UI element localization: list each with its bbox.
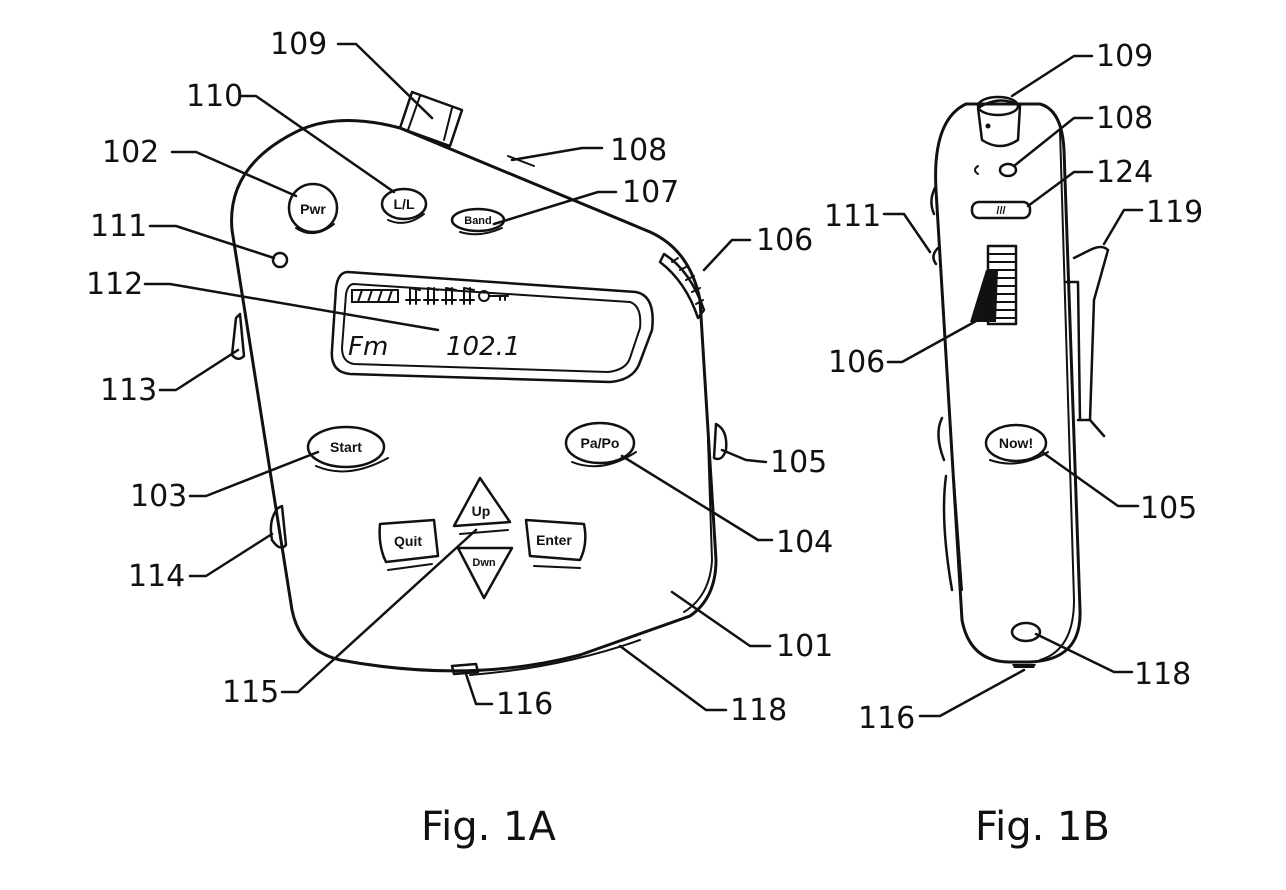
led-indicator (271, 251, 289, 269)
ref-116: 116 (496, 687, 553, 722)
quit-button[interactable]: Quit (378, 518, 440, 571)
pause-play-button[interactable]: Pa/Po (564, 421, 637, 468)
side-antenna-knob[interactable] (976, 95, 1022, 148)
ref-109-side: 109 (1096, 39, 1153, 74)
ref-101: 101 (776, 629, 833, 664)
ref-118: 118 (730, 693, 787, 728)
reference-numerals-1b: 109 108 124 111 119 106 105 118 116 (824, 39, 1203, 736)
lock-button[interactable]: L/L (380, 187, 428, 224)
svg-text:Quit: Quit (394, 533, 422, 549)
ref-113: 113 (100, 373, 157, 408)
hold-switch[interactable]: /// (970, 200, 1032, 220)
ref-111: 111 (90, 209, 147, 244)
now-button[interactable]: Now! (984, 423, 1049, 465)
bottom-port (1010, 621, 1042, 643)
side-button-113[interactable] (230, 312, 246, 360)
bottom-connector-116 (450, 662, 480, 676)
ref-118-side: 118 (1134, 657, 1191, 692)
figure-caption-1b: Fig. 1B (975, 804, 1110, 850)
enter-button[interactable]: Enter (524, 518, 587, 569)
ref-105: 105 (770, 445, 827, 480)
lcd-display: Fm 102.1 (330, 270, 654, 384)
svg-text:L/L: L/L (394, 196, 415, 212)
battery-icon (351, 289, 399, 303)
device-body (230, 118, 718, 673)
power-button[interactable]: Pwr (287, 182, 339, 235)
ref-107: 107 (622, 175, 679, 210)
ref-124-side: 124 (1096, 155, 1153, 190)
device-side: /// Now! (930, 95, 1110, 668)
ref-111-side: 111 (824, 199, 881, 234)
headphone-jack (998, 162, 1018, 178)
side-button-105[interactable] (712, 422, 728, 461)
up-button[interactable]: Up (452, 476, 512, 535)
music-notes-icon (405, 287, 475, 305)
display-band: Fm (348, 332, 388, 362)
leader-lines-1b (882, 54, 1144, 718)
side-led (932, 246, 940, 266)
ref-102: 102 (102, 135, 159, 170)
svg-text:///: /// (996, 205, 1005, 217)
device-front: Fm 102.1 Pwr L/L Band Start (230, 90, 728, 676)
display-frequency: 102.1 (446, 332, 520, 362)
ref-106: 106 (756, 223, 813, 258)
side-button-114[interactable] (269, 504, 288, 549)
svg-text:Enter: Enter (536, 532, 572, 548)
ref-112: 112 (86, 267, 143, 302)
ref-109: 109 (270, 27, 327, 62)
svg-text:Start: Start (330, 439, 362, 455)
reference-numerals-1a: 109 110 102 111 112 108 107 106 113 103 … (86, 27, 833, 728)
ref-108-side: 108 (1096, 101, 1153, 136)
ref-114: 114 (128, 559, 185, 594)
volume-wheel[interactable] (658, 252, 706, 320)
ref-103: 103 (130, 479, 187, 514)
svg-text:Dwn: Dwn (472, 557, 496, 569)
down-button[interactable]: Dwn (456, 546, 514, 600)
start-button[interactable]: Start (306, 425, 389, 473)
ref-115: 115 (222, 675, 279, 710)
side-body (934, 102, 1082, 664)
ref-119-side: 119 (1146, 195, 1203, 230)
key-lock-icon (478, 290, 509, 302)
svg-text:Up: Up (472, 503, 491, 519)
ref-106-side: 106 (828, 345, 885, 380)
leader-lines-1a (143, 42, 774, 712)
figure-caption-1a: Fig. 1A (421, 804, 556, 850)
svg-text:Pa/Po: Pa/Po (581, 435, 620, 451)
ref-116-side: 116 (858, 701, 915, 736)
volume-wheel-side[interactable] (970, 244, 1018, 326)
belt-clip (1064, 245, 1110, 438)
ref-110: 110 (186, 79, 243, 114)
svg-text:Band: Band (464, 215, 492, 227)
bottom-connector-side (1012, 664, 1036, 668)
ref-104: 104 (776, 525, 833, 560)
antenna (398, 90, 464, 148)
ref-108: 108 (610, 133, 667, 168)
ref-105-side: 105 (1140, 491, 1197, 526)
svg-text:Now!: Now! (999, 435, 1033, 451)
svg-text:Pwr: Pwr (300, 201, 326, 217)
